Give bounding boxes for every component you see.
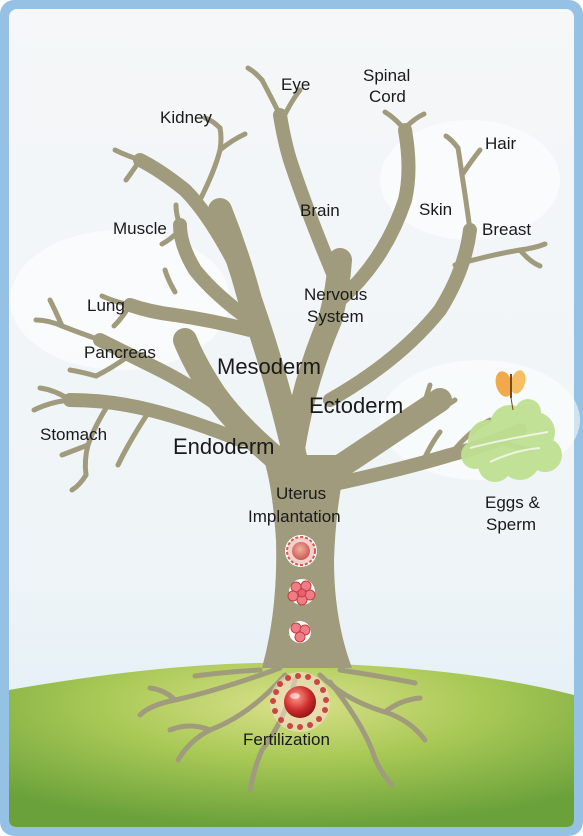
early-cleavage-cell-icon bbox=[289, 621, 311, 643]
label-breast: Breast bbox=[482, 220, 531, 239]
label-uterus-implantation-line1: Uterus bbox=[276, 484, 326, 503]
label-eye: Eye bbox=[281, 75, 310, 94]
label-skin: Skin bbox=[419, 200, 452, 219]
label-stomach: Stomach bbox=[40, 425, 107, 444]
label-fertilization: Fertilization bbox=[243, 730, 330, 749]
label-uterus-implantation-line2: Implantation bbox=[248, 507, 341, 526]
blastocyst-cell-icon bbox=[285, 535, 317, 567]
label-endoderm: Endoderm bbox=[173, 434, 275, 459]
label-eggs-sperm-line1: Eggs & bbox=[485, 493, 540, 512]
label-spinal-cord-line1: Spinal bbox=[363, 66, 410, 85]
label-mesoderm: Mesoderm bbox=[217, 354, 321, 379]
label-eggs-sperm-line2: Sperm bbox=[486, 515, 536, 534]
label-nervous-system-line2: System bbox=[307, 307, 364, 326]
label-muscle: Muscle bbox=[113, 219, 167, 238]
label-nervous-system-line1: Nervous bbox=[304, 285, 367, 304]
label-hair: Hair bbox=[485, 134, 517, 153]
fertilized-egg-icon bbox=[270, 672, 330, 732]
label-kidney: Kidney bbox=[160, 108, 212, 127]
label-pancreas: Pancreas bbox=[84, 343, 156, 362]
label-lung: Lung bbox=[87, 296, 125, 315]
label-spinal-cord-line2: Cord bbox=[369, 87, 406, 106]
label-brain: Brain bbox=[300, 201, 340, 220]
label-ectoderm: Ectoderm bbox=[309, 393, 403, 418]
